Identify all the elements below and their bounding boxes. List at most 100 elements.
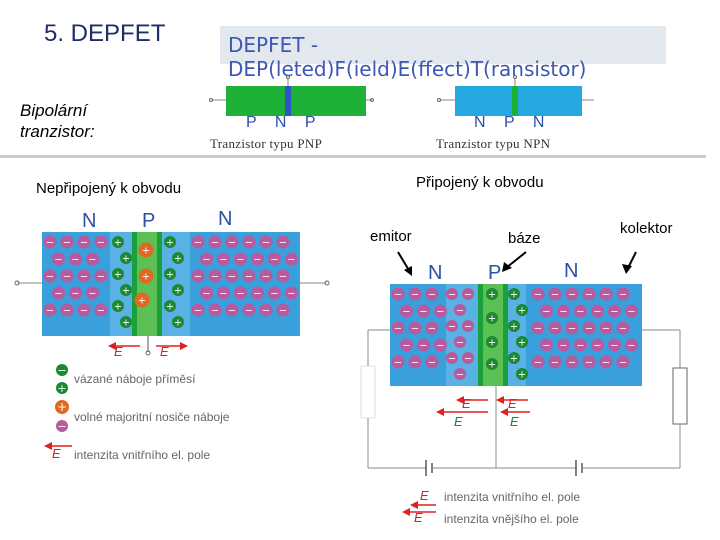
svg-text:+: + bbox=[488, 338, 496, 349]
electron bbox=[43, 269, 57, 283]
left-field-label-1: E bbox=[114, 344, 123, 359]
svg-text:−: − bbox=[270, 289, 278, 300]
svg-text:−: − bbox=[211, 272, 219, 283]
electron bbox=[268, 252, 281, 266]
electron bbox=[259, 269, 273, 283]
svg-text:+: + bbox=[166, 302, 174, 313]
svg-text:+: + bbox=[518, 338, 526, 349]
right-legend-symbol-1: E bbox=[420, 488, 429, 503]
left-junction-diagram: −−−−−−−−−−−−−−−−−−++++++++++++−−−−−−−−−−… bbox=[14, 232, 330, 356]
bound-ion bbox=[516, 368, 528, 380]
electron bbox=[565, 287, 579, 301]
svg-text:−: − bbox=[287, 255, 295, 266]
right-legend-symbol-2: E bbox=[414, 510, 423, 525]
svg-text:−: − bbox=[88, 289, 96, 300]
electron bbox=[548, 321, 562, 335]
electron bbox=[60, 269, 74, 283]
electron bbox=[557, 338, 570, 352]
svg-text:−: − bbox=[551, 290, 559, 301]
electron bbox=[391, 287, 405, 301]
electron bbox=[77, 269, 91, 283]
svg-text:−: − bbox=[610, 341, 618, 352]
electron bbox=[259, 303, 273, 317]
svg-text:−: − bbox=[202, 255, 210, 266]
svg-text:−: − bbox=[202, 289, 210, 300]
bound-ion bbox=[112, 300, 124, 312]
svg-text:−: − bbox=[456, 370, 464, 381]
bound-ion bbox=[172, 316, 184, 328]
electron bbox=[86, 252, 99, 266]
pnp-region-p2: P bbox=[304, 114, 316, 131]
svg-text:−: − bbox=[456, 306, 464, 317]
bound-ion bbox=[516, 304, 528, 316]
svg-text:+: + bbox=[488, 290, 496, 301]
electron bbox=[446, 288, 458, 300]
svg-text:+: + bbox=[488, 314, 496, 325]
emitor-label: emitor bbox=[370, 228, 412, 245]
svg-text:−: − bbox=[63, 238, 71, 249]
svg-text:+: + bbox=[510, 322, 518, 333]
svg-text:−: − bbox=[627, 341, 635, 352]
svg-text:−: − bbox=[585, 290, 593, 301]
page-title: 5. DEPFET bbox=[44, 20, 166, 47]
svg-text:+: + bbox=[114, 238, 122, 249]
electron bbox=[565, 355, 579, 369]
electron bbox=[625, 338, 638, 352]
bound-ion bbox=[112, 268, 124, 280]
electron bbox=[454, 368, 466, 380]
svg-text:−: − bbox=[194, 306, 202, 317]
electron bbox=[225, 235, 239, 249]
electron bbox=[417, 338, 430, 352]
bound-ion bbox=[516, 336, 528, 348]
svg-text:−: − bbox=[211, 306, 219, 317]
svg-text:−: − bbox=[97, 272, 105, 283]
right-junction-diagram: −−−−−−−−−−−−−−−−−−−−−−−−++++++−−−−−−−−−−… bbox=[360, 251, 688, 516]
svg-text:−: − bbox=[602, 324, 610, 335]
svg-text:+: + bbox=[142, 246, 150, 257]
bound-ion bbox=[508, 320, 520, 332]
svg-text:−: − bbox=[394, 290, 402, 301]
svg-text:−: − bbox=[228, 238, 236, 249]
electron bbox=[462, 320, 474, 332]
electron bbox=[408, 287, 422, 301]
electron bbox=[217, 252, 230, 266]
svg-text:−: − bbox=[63, 272, 71, 283]
right-region-n2: N bbox=[564, 260, 579, 282]
svg-text:−: − bbox=[464, 290, 472, 301]
svg-text:+: + bbox=[518, 370, 526, 381]
right-field-label-1: E bbox=[462, 396, 471, 411]
svg-text:−: − bbox=[534, 290, 542, 301]
svg-text:−: − bbox=[602, 290, 610, 301]
electron bbox=[52, 252, 65, 266]
svg-text:−: − bbox=[279, 238, 287, 249]
svg-text:−: − bbox=[253, 255, 261, 266]
electron bbox=[582, 321, 596, 335]
electron bbox=[43, 303, 57, 317]
electron bbox=[454, 304, 466, 316]
electron bbox=[565, 321, 579, 335]
svg-text:+: + bbox=[166, 270, 174, 281]
electron bbox=[425, 321, 439, 335]
right-region-p: P bbox=[488, 262, 502, 284]
electron bbox=[540, 304, 553, 318]
svg-text:+: + bbox=[510, 354, 518, 365]
svg-text:−: − bbox=[585, 324, 593, 335]
electron bbox=[94, 269, 108, 283]
svg-text:−: − bbox=[211, 238, 219, 249]
electron bbox=[200, 252, 213, 266]
svg-text:−: − bbox=[71, 289, 79, 300]
title-banner: DEPFET - DEP(leted)F(ield)E(ffect)T(rans… bbox=[220, 26, 666, 81]
svg-text:−: − bbox=[610, 307, 618, 318]
electron bbox=[208, 303, 222, 317]
svg-text:−: − bbox=[402, 307, 410, 318]
electron bbox=[251, 286, 264, 300]
electron bbox=[417, 304, 430, 318]
bound-ion bbox=[486, 312, 498, 324]
svg-text:+: + bbox=[488, 360, 496, 371]
svg-text:−: − bbox=[236, 289, 244, 300]
electron bbox=[69, 252, 82, 266]
svg-text:+: + bbox=[114, 302, 122, 313]
svg-text:−: − bbox=[568, 358, 576, 369]
electron bbox=[616, 321, 630, 335]
electron bbox=[616, 355, 630, 369]
